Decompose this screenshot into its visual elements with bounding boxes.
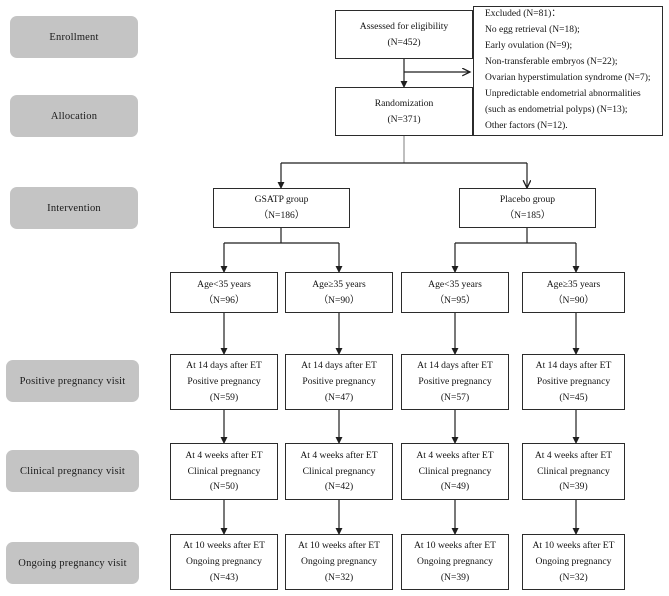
node-line: At 4 weeks after ET	[300, 449, 378, 461]
node-line: Age<35 years	[428, 278, 482, 290]
node-line: Ongoing pregnancy	[535, 556, 612, 568]
node-ongoing-pregnancy-placebo-under35: At 10 weeks after ET Ongoing pregnancy (…	[401, 534, 509, 590]
stage-label-positive-pregnancy-visit: Positive pregnancy visit	[6, 360, 139, 402]
stage-label-clinical-pregnancy-visit: Clinical pregnancy visit	[6, 450, 139, 492]
node-line: (N=59)	[209, 391, 239, 403]
node-age-stratum-gsatp-under35: Age<35 years （N=96）	[170, 272, 278, 313]
node-line: GSATP group	[254, 194, 309, 206]
node-line: (N=57)	[440, 391, 470, 403]
node-line: Age≥35 years	[546, 278, 601, 290]
node-line: Positive pregnancy	[187, 376, 261, 388]
node-line: Clinical pregnancy	[187, 465, 261, 477]
node-randomization: Randomization (N=371)	[335, 87, 473, 136]
node-line: Positive pregnancy	[302, 376, 376, 388]
node-line: (N=452)	[387, 36, 421, 48]
node-ongoing-pregnancy-gsatp-over35: At 10 weeks after ET Ongoing pregnancy (…	[285, 534, 393, 590]
stage-label-allocation: Allocation	[10, 95, 138, 137]
node-line: At 10 weeks after ET	[182, 540, 266, 552]
node-positive-pregnancy-gsatp-over35: At 14 days after ET Positive pregnancy (…	[285, 354, 393, 410]
node-age-stratum-placebo-over35: Age≥35 years （N=90）	[522, 272, 625, 313]
node-line: （N=186）	[258, 210, 305, 221]
node-line: (N=32)	[559, 571, 588, 583]
node-line: (N=42)	[324, 481, 354, 493]
node-line: At 4 weeks after ET	[416, 449, 494, 461]
stage-label-intervention: Intervention	[10, 187, 138, 229]
node-line: Age≥35 years	[312, 278, 366, 290]
node-line: (N=50)	[209, 481, 239, 493]
stage-label-text: Ongoing pregnancy visit	[18, 557, 127, 569]
node-line: Randomization	[374, 97, 434, 109]
node-clinical-pregnancy-placebo-over35: At 4 weeks after ET Clinical pregnancy (…	[522, 443, 625, 500]
node-line: (N=32)	[324, 571, 354, 583]
excluded-line: Other factors (N=12).	[485, 120, 568, 131]
node-line: At 10 weeks after ET	[532, 540, 615, 552]
node-ongoing-pregnancy-placebo-over35: At 10 weeks after ET Ongoing pregnancy (…	[522, 534, 625, 590]
node-age-stratum-placebo-under35: Age<35 years （N=95）	[401, 272, 509, 313]
stage-label-text: Allocation	[50, 110, 98, 122]
node-line: At 14 days after ET	[535, 360, 612, 372]
node-line: （N=95）	[434, 294, 476, 306]
node-clinical-pregnancy-gsatp-over35: At 4 weeks after ET Clinical pregnancy (…	[285, 443, 393, 500]
node-positive-pregnancy-placebo-over35: At 14 days after ET Positive pregnancy (…	[522, 354, 625, 410]
node-line: At 14 days after ET	[417, 360, 493, 372]
node-line: Ongoing pregnancy	[186, 556, 262, 568]
node-line: (N=371)	[387, 113, 421, 125]
node-line: (N=39)	[559, 481, 588, 493]
node-age-stratum-gsatp-over35: Age≥35 years （N=90）	[285, 272, 393, 313]
node-line: （N=90）	[552, 294, 595, 306]
node-assessed-for-eligibility: Assessed for eligibility (N=452)	[335, 10, 473, 59]
node-line: Age<35 years	[197, 278, 251, 290]
excluded-line: Unpredictable endometrial abnormalities	[485, 88, 641, 99]
node-line: At 4 weeks after ET	[534, 449, 613, 461]
node-line: Ongoing pregnancy	[301, 556, 377, 568]
stage-label-enrollment: Enrollment	[10, 16, 138, 58]
node-line: At 14 days after ET	[301, 360, 377, 372]
node-line: Clinical pregnancy	[537, 465, 610, 477]
excluded-line: Non-transferable embryos (N=22);	[485, 57, 618, 68]
node-line: (N=49)	[440, 481, 470, 493]
node-line: (N=39)	[440, 571, 470, 583]
node-line: At 4 weeks after ET	[185, 449, 263, 461]
node-excluded: Excluded (N=81)： No egg retrieval (N=18)…	[473, 6, 663, 136]
node-line: （N=185）	[504, 210, 551, 221]
node-line: （N=96）	[203, 294, 245, 306]
node-line: (N=43)	[209, 571, 239, 583]
node-line: At 14 days after ET	[186, 360, 262, 372]
excluded-line: (such as endometrial polyps) (N=13);	[485, 104, 628, 115]
node-clinical-pregnancy-placebo-under35: At 4 weeks after ET Clinical pregnancy (…	[401, 443, 509, 500]
node-line: Placebo group	[499, 194, 556, 206]
node-placebo-group: Placebo group （N=185）	[459, 188, 596, 228]
node-gsatp-group: GSATP group （N=186）	[213, 188, 350, 228]
node-line: At 10 weeks after ET	[413, 540, 497, 552]
node-positive-pregnancy-placebo-under35: At 14 days after ET Positive pregnancy (…	[401, 354, 509, 410]
node-ongoing-pregnancy-gsatp-under35: At 10 weeks after ET Ongoing pregnancy (…	[170, 534, 278, 590]
node-line: Clinical pregnancy	[302, 465, 376, 477]
node-line: Clinical pregnancy	[418, 465, 492, 477]
node-line: （N=90）	[318, 294, 360, 306]
node-line: (N=45)	[559, 391, 588, 403]
node-line: Ongoing pregnancy	[417, 556, 493, 568]
node-line: Assessed for eligibility	[359, 20, 449, 32]
node-clinical-pregnancy-gsatp-under35: At 4 weeks after ET Clinical pregnancy (…	[170, 443, 278, 500]
node-line: Positive pregnancy	[536, 376, 611, 388]
stage-label-text: Positive pregnancy visit	[19, 375, 126, 387]
node-line: At 10 weeks after ET	[297, 540, 381, 552]
stage-label-text: Enrollment	[49, 31, 99, 43]
excluded-line: Ovarian hyperstimulation syndrome (N=7);	[485, 73, 651, 83]
node-positive-pregnancy-gsatp-under35: At 14 days after ET Positive pregnancy (…	[170, 354, 278, 410]
excluded-line: No egg retrieval (N=18);	[485, 25, 580, 36]
excluded-line: Early ovulation (N=9);	[485, 41, 573, 52]
node-line: Positive pregnancy	[418, 376, 492, 388]
excluded-line: Excluded (N=81)：	[485, 9, 561, 20]
node-line: (N=47)	[324, 391, 354, 403]
stage-label-text: Intervention	[47, 202, 101, 214]
stage-label-ongoing-pregnancy-visit: Ongoing pregnancy visit	[6, 542, 139, 584]
stage-label-text: Clinical pregnancy visit	[19, 465, 126, 477]
